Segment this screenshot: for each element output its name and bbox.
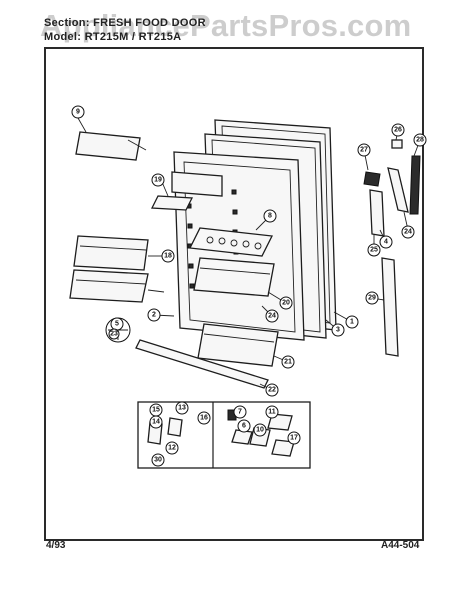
callout-9: 9 <box>71 105 85 119</box>
callout-28: 28 <box>413 133 427 147</box>
door-stop <box>381 257 399 357</box>
bin-upper <box>73 235 149 271</box>
svg-text:29: 29 <box>368 295 376 302</box>
callout-2: 2 <box>147 308 161 322</box>
callout-18: 18 <box>161 249 175 263</box>
svg-text:22: 22 <box>268 387 276 394</box>
svg-text:24: 24 <box>404 229 412 236</box>
callout-3: 3 <box>331 323 345 337</box>
callout-17: 17 <box>287 431 301 445</box>
diagram-code: A44-504 <box>381 540 420 551</box>
svg-text:4: 4 <box>384 239 388 246</box>
door-shelf-lower <box>197 323 279 367</box>
diagram-frame <box>44 47 424 541</box>
svg-text:12: 12 <box>168 445 176 452</box>
svg-text:13: 13 <box>178 405 186 412</box>
callout-1: 1 <box>345 315 359 329</box>
callout-24-right: 24 <box>401 225 415 239</box>
callout-25: 25 <box>367 243 381 257</box>
svg-text:23: 23 <box>110 331 118 338</box>
svg-text:8: 8 <box>268 213 272 220</box>
callout-23: 23 <box>108 328 120 340</box>
callout-20: 20 <box>279 296 293 310</box>
svg-text:5: 5 <box>115 321 119 328</box>
door-shelf-middle <box>193 257 275 297</box>
svg-text:30: 30 <box>154 457 162 464</box>
callout-30: 30 <box>151 453 165 467</box>
callout-5: 5 <box>110 317 124 331</box>
bin-lower <box>69 269 149 303</box>
svg-text:24: 24 <box>268 313 276 320</box>
svg-text:27: 27 <box>360 147 368 154</box>
svg-text:17: 17 <box>290 435 298 442</box>
callout-24: 24 <box>265 309 279 323</box>
callout-4: 4 <box>379 235 393 249</box>
svg-text:11: 11 <box>268 409 276 416</box>
callout-11: 11 <box>265 405 279 419</box>
svg-text:3: 3 <box>336 327 340 334</box>
model-line: Model: RT215M / RT215A <box>44 31 182 43</box>
callout-6: 6 <box>237 419 251 433</box>
butter-compartment <box>150 171 223 211</box>
callout-12: 12 <box>165 441 179 455</box>
callout-27: 27 <box>357 143 371 157</box>
egg-tray <box>189 227 273 257</box>
svg-text:14: 14 <box>152 419 160 426</box>
watermark: AppliancePartsPros.com <box>40 8 412 43</box>
revision-date: 4/93 <box>46 540 66 551</box>
svg-text:6: 6 <box>242 423 246 430</box>
callout-15: 15 <box>149 403 163 417</box>
svg-text:9: 9 <box>76 109 80 116</box>
svg-text:26: 26 <box>394 127 402 134</box>
section-title: Section: FRESH FOOD DOOR <box>44 17 206 29</box>
svg-text:21: 21 <box>284 359 292 366</box>
bottom-trim <box>135 339 269 389</box>
callout-13: 13 <box>175 401 189 415</box>
callout-10: 10 <box>253 423 267 437</box>
callout-16: 16 <box>197 411 211 425</box>
callout-7: 7 <box>233 405 247 419</box>
callout-29: 29 <box>365 291 379 305</box>
svg-text:15: 15 <box>152 407 160 414</box>
svg-text:18: 18 <box>164 253 172 260</box>
callout-26: 26 <box>391 123 405 137</box>
hinge-parts <box>363 139 421 237</box>
callout-22: 22 <box>265 383 279 397</box>
svg-text:16: 16 <box>200 415 208 422</box>
callout-8: 8 <box>263 209 277 223</box>
svg-text:25: 25 <box>370 247 378 254</box>
dairy-door <box>75 131 147 161</box>
svg-text:19: 19 <box>154 177 162 184</box>
callout-numbers: 1 2 3 4 5 6 7 8 9 10 11 12 13 14 15 16 1… <box>71 105 427 467</box>
svg-text:1: 1 <box>350 319 354 326</box>
callout-14: 14 <box>149 415 163 429</box>
svg-text:2: 2 <box>152 312 156 319</box>
callout-21: 21 <box>281 355 295 369</box>
svg-text:7: 7 <box>238 409 242 416</box>
callout-19: 19 <box>151 173 165 187</box>
svg-text:10: 10 <box>256 427 264 434</box>
svg-text:20: 20 <box>282 300 290 307</box>
svg-text:28: 28 <box>416 137 424 144</box>
